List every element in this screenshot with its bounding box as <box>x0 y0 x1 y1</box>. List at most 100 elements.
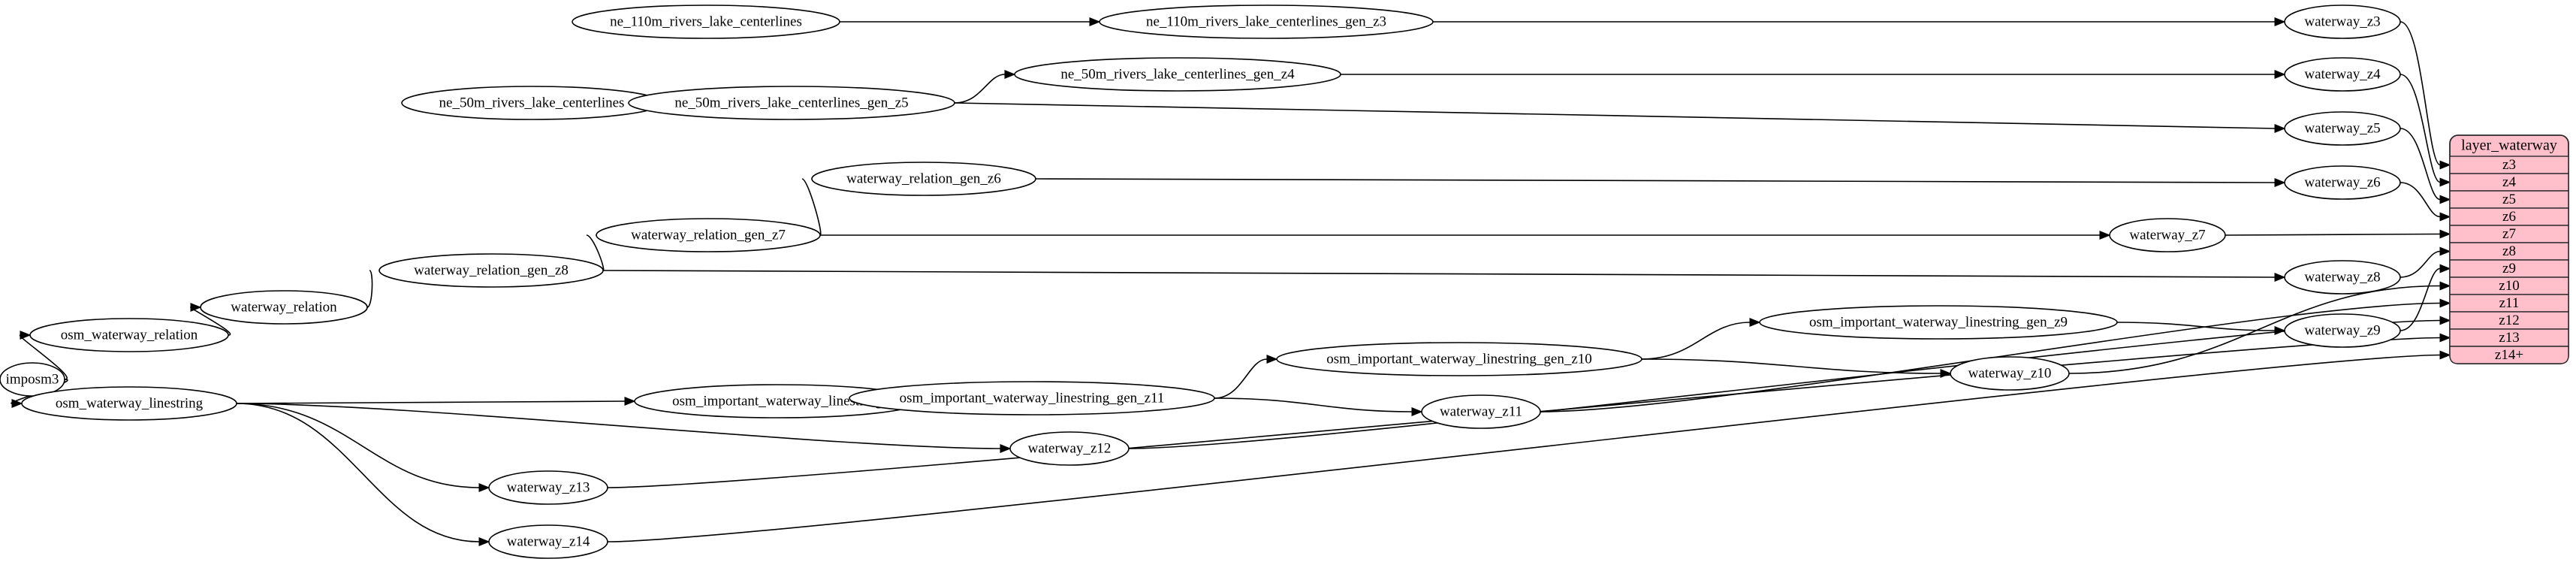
node-shape[interactable] <box>2284 313 2401 348</box>
node-shape[interactable] <box>1759 305 2118 340</box>
node-imposm3[interactable]: imposm3 <box>0 362 65 397</box>
node-osm_important_waterway_linestring[interactable]: osm_important_waterway_linestring <box>634 384 921 418</box>
arrowhead-icon <box>2439 212 2451 222</box>
node-osm_waterway_relation[interactable]: osm_waterway_relation <box>29 318 229 352</box>
node-shape[interactable] <box>572 5 840 39</box>
node-shape[interactable] <box>21 386 237 421</box>
edge-line <box>2400 74 2441 183</box>
node-osm_waterway_linestring[interactable]: osm_waterway_linestring <box>21 386 237 421</box>
arrowhead-icon <box>2439 316 2451 325</box>
node-waterway_z9[interactable]: waterway_z9 <box>2284 313 2401 348</box>
edge-ne_50m_rivers_lake_centerlines_gen_z4-to-waterway_z4 <box>1341 70 2286 79</box>
node-osm_important_waterway_linestring_gen_z9[interactable]: osm_important_waterway_linestring_gen_z9 <box>1759 305 2118 340</box>
node-waterway_z8[interactable]: waterway_z8 <box>2284 260 2401 295</box>
layer-table-row-label: z11 <box>2499 295 2520 311</box>
layer-table-row-z6[interactable]: z6 <box>2449 207 2569 226</box>
edge-waterway_z9-to-layer_waterway.z9 <box>2400 264 2451 331</box>
layer-table-row-z12[interactable]: z12 <box>2449 311 2569 330</box>
node-ne_110m_rivers_lake_centerlines_gen_z3[interactable]: ne_110m_rivers_lake_centerlines_gen_z3 <box>1099 5 1434 39</box>
edge-line <box>236 403 480 542</box>
node-ne_110m_rivers_lake_centerlines[interactable]: ne_110m_rivers_lake_centerlines <box>572 5 840 39</box>
arrowhead-icon <box>1411 407 1423 416</box>
node-label: waterway_relation_gen_z8 <box>414 262 569 278</box>
arrowhead-icon <box>2439 333 2451 343</box>
layer-table-row-z11[interactable]: z11 <box>2449 294 2569 313</box>
node-waterway_relation[interactable]: waterway_relation <box>200 290 368 325</box>
node-label: waterway_relation_gen_z6 <box>846 171 1001 186</box>
node-waterway_z11[interactable]: waterway_z11 <box>1421 394 1541 429</box>
arrowhead-icon <box>478 483 490 492</box>
node-label: osm_important_waterway_linestring_gen_z1… <box>900 390 1165 406</box>
node-shape[interactable] <box>1276 342 1642 376</box>
nodes-layer: imposm3 osm_waterway_relation osm_waterway… <box>0 5 2401 559</box>
node-shape[interactable] <box>849 381 1215 415</box>
node-shape[interactable] <box>200 290 368 325</box>
node-shape[interactable] <box>811 162 1036 196</box>
edge-waterway_z6-to-layer_waterway.z6 <box>2400 182 2451 222</box>
node-waterway_z14[interactable]: waterway_z14 <box>488 524 608 559</box>
layer-table-row-z5[interactable]: z5 <box>2449 190 2569 209</box>
layer-table-row-label: z5 <box>2502 192 2516 207</box>
node-shape[interactable] <box>628 86 955 120</box>
node-shape[interactable] <box>1950 356 2070 391</box>
layer-table-row-z13[interactable]: z13 <box>2449 328 2569 347</box>
layer-table-row-z10[interactable]: z10 <box>2449 276 2569 295</box>
node-osm_important_waterway_linestring_gen_z10[interactable]: osm_important_waterway_linestring_gen_z1… <box>1276 342 1642 376</box>
node-ne_50m_rivers_lake_centerlines[interactable]: ne_50m_rivers_lake_centerlines <box>401 86 662 120</box>
edge-ne_110m_rivers_lake_centerlines_gen_z3-to-waterway_z3 <box>1433 17 2286 26</box>
node-label: waterway_relation_gen_z7 <box>631 227 786 243</box>
node-waterway_z4[interactable]: waterway_z4 <box>2284 57 2401 92</box>
node-waterway_z7[interactable]: waterway_z7 <box>2109 218 2226 252</box>
node-shape[interactable] <box>1099 5 1434 39</box>
node-waterway_z3[interactable]: waterway_z3 <box>2284 5 2401 39</box>
node-shape[interactable] <box>488 470 608 505</box>
node-waterway_z10[interactable]: waterway_z10 <box>1950 356 2070 391</box>
node-label: waterway_z8 <box>2304 269 2380 285</box>
edge-osm_important_waterway_linestring_gen_z10-to-osm_important_waterway_linestring_gen_z9 <box>1641 318 1761 360</box>
edge-waterway_z3-to-layer_waterway.z3 <box>2400 21 2451 170</box>
node-label: waterway_z9 <box>2304 322 2380 338</box>
node-waterway_relation_gen_z8[interactable]: waterway_relation_gen_z8 <box>379 253 604 288</box>
layer-table-row-shape[interactable] <box>2449 346 2569 364</box>
node-label: osm_waterway_linestring <box>56 395 204 411</box>
node-shape[interactable] <box>1421 394 1541 429</box>
node-label: waterway_z5 <box>2304 120 2380 136</box>
node-shape[interactable] <box>2284 260 2401 295</box>
arrowhead-icon <box>2439 160 2451 170</box>
node-shape[interactable] <box>596 218 821 252</box>
node-shape[interactable] <box>2284 111 2401 146</box>
node-waterway_z5[interactable]: waterway_z5 <box>2284 111 2401 146</box>
node-shape[interactable] <box>488 524 608 559</box>
node-waterway_z6[interactable]: waterway_z6 <box>2284 165 2401 200</box>
arrowhead-icon <box>2439 298 2451 308</box>
node-waterway_z12[interactable]: waterway_z12 <box>1009 431 1130 466</box>
node-ne_50m_rivers_lake_centerlines_gen_z5[interactable]: ne_50m_rivers_lake_centerlines_gen_z5 <box>628 86 955 120</box>
arrowhead-icon <box>190 303 202 312</box>
layer-table-row-z7[interactable]: z7 <box>2449 225 2569 243</box>
node-ne_50m_rivers_lake_centerlines_gen_z4[interactable]: ne_50m_rivers_lake_centerlines_gen_z4 <box>1014 57 1341 92</box>
node-shape[interactable] <box>29 318 229 352</box>
layer-table-row-z3[interactable]: z3 <box>2449 156 2569 174</box>
arrowhead-icon <box>478 537 490 546</box>
layer-table-row-z8[interactable]: z8 <box>2449 242 2569 261</box>
node-osm_important_waterway_linestring_gen_z11[interactable]: osm_important_waterway_linestring_gen_z1… <box>849 381 1215 415</box>
node-shape[interactable] <box>2284 5 2401 39</box>
node-shape[interactable] <box>1009 431 1130 466</box>
arrowhead-icon <box>2439 246 2451 256</box>
node-label: waterway_z14 <box>507 533 590 549</box>
node-shape[interactable] <box>379 253 604 288</box>
node-shape[interactable] <box>2284 165 2401 200</box>
layer-table-row-z4[interactable]: z4 <box>2449 173 2569 192</box>
node-shape[interactable] <box>1014 57 1341 92</box>
edge-waterway_z4-to-layer_waterway.z4 <box>2400 74 2451 187</box>
layer-table-row-z9[interactable]: z9 <box>2449 259 2569 278</box>
node-waterway_relation_gen_z7[interactable]: waterway_relation_gen_z7 <box>596 218 821 252</box>
node-shape[interactable] <box>2284 57 2401 92</box>
node-label: ne_50m_rivers_lake_centerlines_gen_z4 <box>1060 66 1295 82</box>
node-waterway_z13[interactable]: waterway_z13 <box>488 470 608 505</box>
edge-osm_waterway_linestring-to-waterway_z14 <box>236 403 490 546</box>
node-shape[interactable] <box>2109 218 2226 252</box>
node-waterway_relation_gen_z6[interactable]: waterway_relation_gen_z6 <box>811 162 1036 196</box>
layer-table-row-z14+[interactable]: z14+ <box>2449 346 2569 364</box>
